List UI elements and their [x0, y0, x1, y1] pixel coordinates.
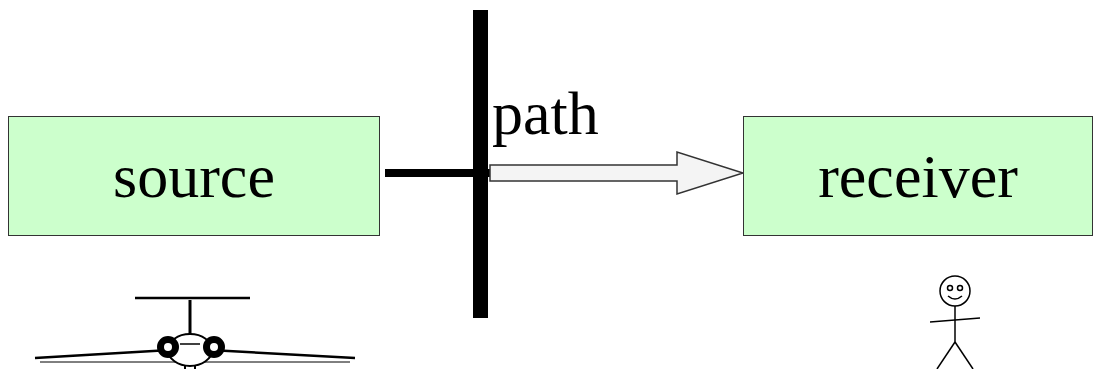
- path-arrow: [385, 152, 743, 194]
- barrier-bar: [473, 10, 488, 318]
- airplane-figure: [35, 298, 355, 369]
- edge-label: path: [492, 82, 599, 144]
- process-box: receiver: [743, 116, 1093, 236]
- process-box: source: [8, 116, 380, 236]
- box-label: receiver: [818, 145, 1018, 207]
- box-label: source: [113, 145, 275, 207]
- person-figure: [930, 276, 980, 369]
